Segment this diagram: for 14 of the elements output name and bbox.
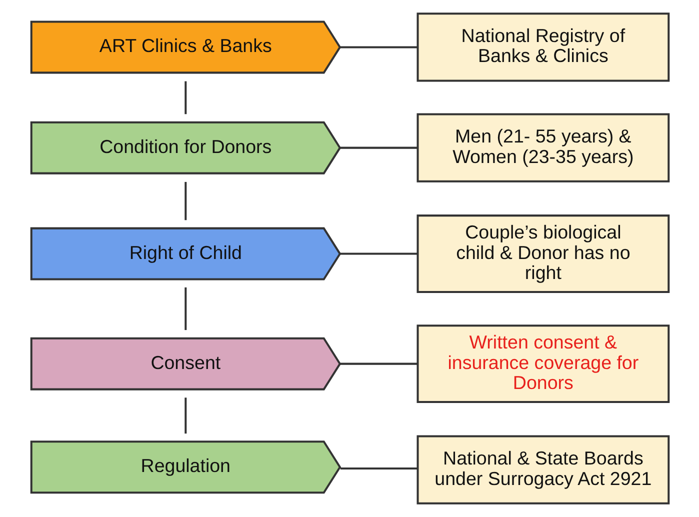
connector [184, 287, 186, 330]
node-box: National Registry of Banks & Clinics [416, 12, 670, 82]
connector [340, 362, 417, 365]
connector [340, 46, 417, 48]
connector [340, 146, 417, 149]
node-box: Men (21- 55 years) & Women (23-35 years) [416, 113, 670, 182]
node-box: National & State Boards under Surrogacy Act 2921 [416, 435, 670, 504]
node-box: Couple’s biological child & Donor has no right [416, 214, 670, 294]
connector [340, 467, 417, 470]
connector [184, 182, 186, 220]
connector [184, 398, 186, 434]
connector [340, 252, 417, 255]
node-box: Written consent & insurance coverage for Donors [416, 324, 670, 404]
connector [184, 81, 186, 114]
